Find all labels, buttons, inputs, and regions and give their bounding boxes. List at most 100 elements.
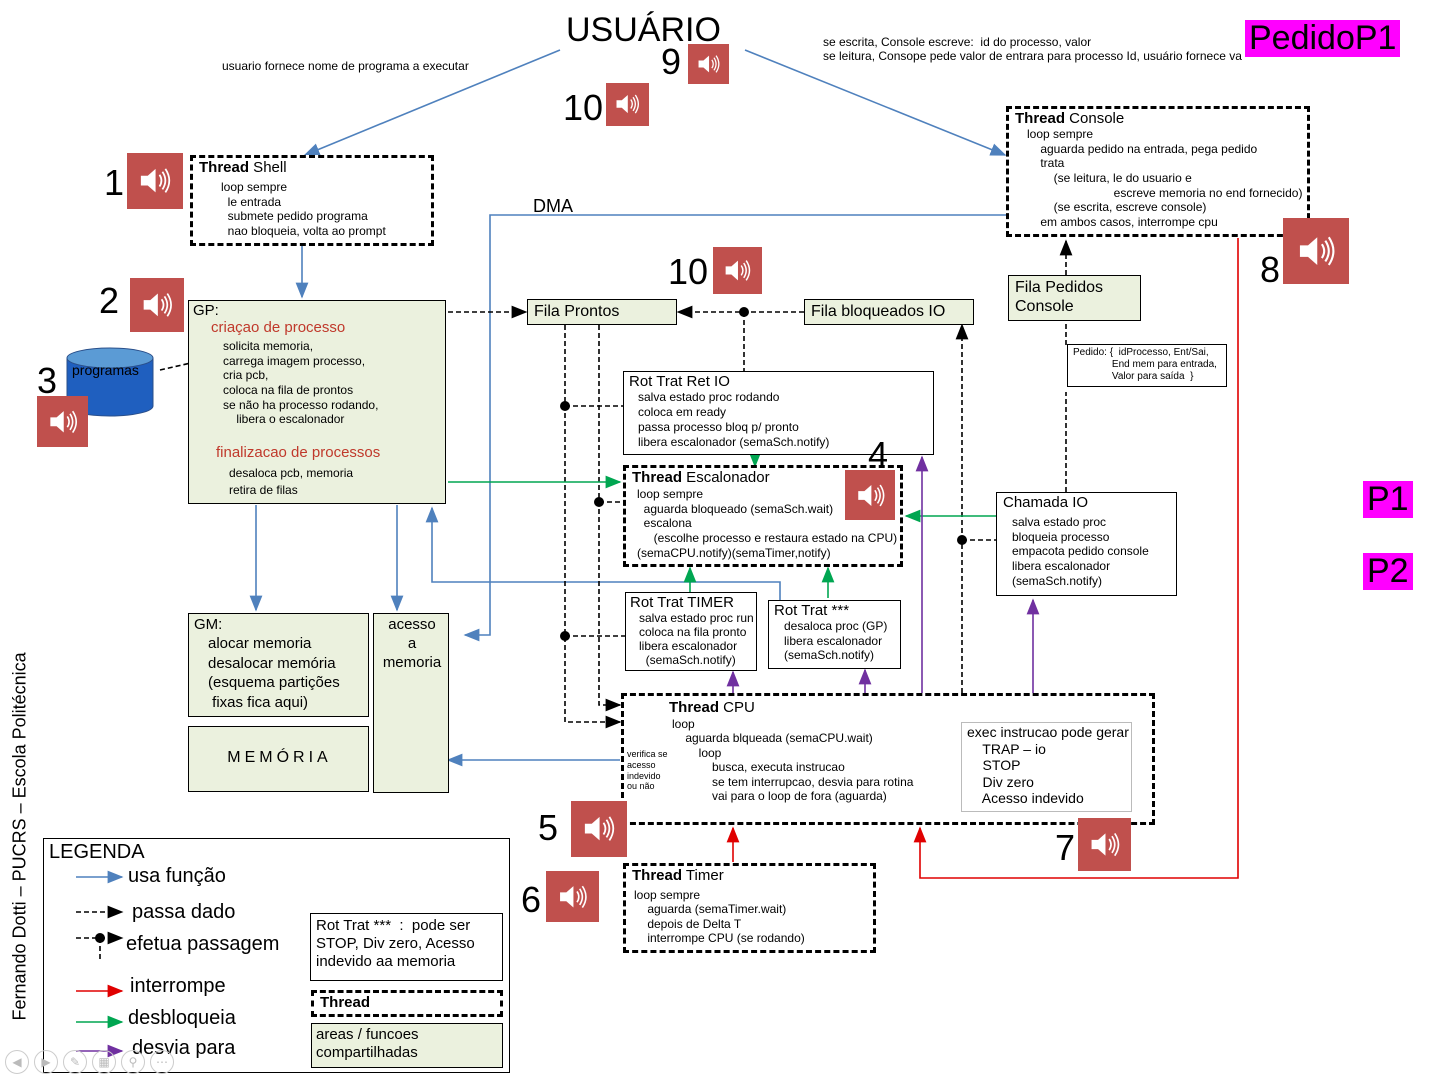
thread-console-body: loop sempre aguarda pedido na entrada, p… <box>1027 127 1303 229</box>
step-number: 10 <box>563 87 604 128</box>
audio-speaker-icon[interactable] <box>546 871 599 922</box>
audio-speaker-icon[interactable] <box>688 44 729 84</box>
legend-title: LEGENDA <box>49 841 145 863</box>
thread-shell-body: loop sempre le entrada submete pedido pr… <box>221 180 386 238</box>
thread-shell-kw: Thread <box>199 159 250 176</box>
audio-speaker-icon[interactable] <box>127 153 183 209</box>
step-number: 10 <box>668 251 709 292</box>
author-credit: Fernando Dotti – PUCRS – Escola Politécn… <box>9 652 30 1021</box>
gp-box: GP: criaçao de processo solicita memoria… <box>188 300 446 504</box>
tag-p1: P1 <box>1363 480 1413 519</box>
console-note-write: se escrita, Console escreve: id do proce… <box>823 35 1092 49</box>
thread-cpu-access-check: verifica se acesso indevido ou não <box>627 749 668 792</box>
thread-shell-box: Thread Shell loop sempre le entrada subm… <box>190 155 434 246</box>
slides-view-button[interactable]: ▦ <box>92 1050 116 1074</box>
step-number: 3 <box>37 360 58 401</box>
thread-console-box: Thread Console loop sempre aguarda pedid… <box>1006 106 1310 237</box>
thread-cpu-name: CPU <box>719 699 755 716</box>
step-number: 6 <box>521 879 542 920</box>
io-call-box: Chamada IO salva estado proc bloqueia pr… <box>996 492 1177 596</box>
gp-finalize-body: desaloca pcb, memoria retira de filas <box>229 466 354 497</box>
io-call-body: salva estado proc bloqueia processo empa… <box>1012 515 1149 588</box>
audio-speaker-icon[interactable] <box>571 801 627 857</box>
legend-unblocks: desbloqueia <box>128 1007 236 1029</box>
step-number: 4 <box>868 434 889 475</box>
thread-timer-body: loop sempre aguarda (semaTimer.wait) dep… <box>634 888 805 946</box>
audio-speaker-icon[interactable] <box>1283 218 1349 284</box>
thread-shell-name: Shell <box>249 159 287 176</box>
legend-performs-pass: efetua passagem <box>126 933 280 955</box>
audio-speaker-icon[interactable] <box>1078 818 1131 871</box>
memory-access-label: acesso a memoria <box>382 616 442 671</box>
thread-scheduler-body: loop sempre aguarda bloqueado (semaSch.w… <box>637 487 898 560</box>
legend-star-note-box: Rot Trat *** : pode ser STOP, Div zero, … <box>310 913 503 981</box>
step-number: 1 <box>104 162 125 203</box>
memory-box: MEMÓRIA <box>188 726 369 792</box>
star-handler-body: desaloca proc (GP) libera escalonador (s… <box>784 619 888 663</box>
audio-speaker-icon[interactable] <box>845 470 895 520</box>
ret-io-handler-head: Rot Trat Ret IO <box>629 373 730 390</box>
dma-label: DMA <box>533 196 573 216</box>
thread-cpu-kw: Thread <box>669 699 720 716</box>
step-number: 2 <box>99 280 120 321</box>
legend-interrupts: interrompe <box>130 975 226 997</box>
gp-creation-title: criaçao de processo <box>211 319 346 336</box>
step-number: 7 <box>1055 827 1076 868</box>
console-note-read: se leitura, Consope pede valor de entrar… <box>823 49 1242 63</box>
exec-exceptions-box: exec instrucao pode gerar TRAP – io STOP… <box>961 722 1132 812</box>
blocked-io-queue-label: Fila bloqueados IO <box>811 303 946 320</box>
user-title: USUÁRIO <box>566 11 721 49</box>
star-handler-box: Rot Trat *** desaloca proc (GP) libera e… <box>768 600 901 669</box>
legend-shared-sample: areas / funcoes compartilhadas <box>311 1023 503 1068</box>
thread-cpu-box: Thread CPU loop aguarda blqueada (semaCP… <box>621 693 1155 825</box>
ret-io-handler-box: Rot Trat Ret IO salva estado proc rodand… <box>623 371 934 455</box>
thread-console-kw: Thread <box>1015 110 1066 127</box>
legend-uses-function: usa função <box>128 865 226 887</box>
next-slide-button[interactable]: ▶ <box>34 1050 58 1074</box>
thread-console-name: Console <box>1065 110 1125 127</box>
audio-speaker-icon[interactable] <box>37 396 88 447</box>
legend-thread-label: Thread <box>320 994 371 1011</box>
star-handler-head: Rot Trat *** <box>774 602 850 619</box>
thread-timer-name: Timer <box>682 867 724 884</box>
tag-p2: P2 <box>1363 552 1413 591</box>
gp-creation-body: solicita memoria, carrega imagem process… <box>223 339 379 427</box>
legend-box: LEGENDA <box>43 838 510 1073</box>
thread-timer-kw: Thread <box>632 867 683 884</box>
request-format-box: Pedido: { idProcesso, Ent/Sai, End mem p… <box>1067 344 1227 387</box>
legend-star-note: Rot Trat *** : pode ser STOP, Div zero, … <box>316 917 475 970</box>
ready-queue-box: Fila Prontos <box>527 299 677 325</box>
audio-speaker-icon[interactable] <box>130 278 184 332</box>
console-requests-queue-box: Fila Pedidos Console <box>1008 275 1141 321</box>
gm-box: GM: alocar memoria desalocar memória (es… <box>188 613 369 717</box>
more-options-button[interactable]: ⋯ <box>150 1050 174 1074</box>
timer-handler-head: Rot Trat TIMER <box>630 594 734 611</box>
exec-exceptions-text: exec instrucao pode gerar TRAP – io STOP… <box>967 724 1129 807</box>
legend-passes-data: passa dado <box>132 901 236 923</box>
legend-thread-sample: Thread <box>311 990 503 1017</box>
zoom-button[interactable]: ⚲ <box>121 1050 145 1074</box>
audio-speaker-icon[interactable] <box>606 83 649 126</box>
gp-head: GP: <box>193 302 219 319</box>
prev-slide-button[interactable]: ◀ <box>5 1050 29 1074</box>
thread-cpu-body: loop aguarda blqueada (semaCPU.wait) loo… <box>672 717 914 803</box>
audio-speaker-icon[interactable] <box>713 247 762 294</box>
thread-scheduler-name: Escalonador <box>682 469 770 486</box>
step-number: 9 <box>661 41 682 82</box>
timer-handler-body: salva estado proc run coloca na fila pro… <box>639 611 754 668</box>
legend-diverts-to: desvia para <box>132 1037 236 1059</box>
pen-tool-button[interactable]: ✎ <box>63 1050 87 1074</box>
blocked-io-queue-box: Fila bloqueados IO <box>804 299 974 325</box>
io-call-head: Chamada IO <box>1003 494 1089 511</box>
request-format-text: Pedido: { idProcesso, Ent/Sai, End mem p… <box>1073 347 1217 382</box>
gm-head: GM: <box>194 616 223 633</box>
step-number: 5 <box>538 807 559 848</box>
thread-timer-box: Thread Timer loop sempre aguarda (semaTi… <box>623 863 876 953</box>
user-note: usuario fornece nome de programa a execu… <box>222 59 469 73</box>
tag-pedido-p1: PedidoP1 <box>1245 19 1401 58</box>
gm-body: alocar memoria desalocar memória (esquem… <box>208 635 340 711</box>
programs-label: programas <box>72 362 139 378</box>
ret-io-handler-body: salva estado proc rodando coloca em read… <box>638 390 830 449</box>
memory-access-box: acesso a memoria <box>373 613 449 793</box>
